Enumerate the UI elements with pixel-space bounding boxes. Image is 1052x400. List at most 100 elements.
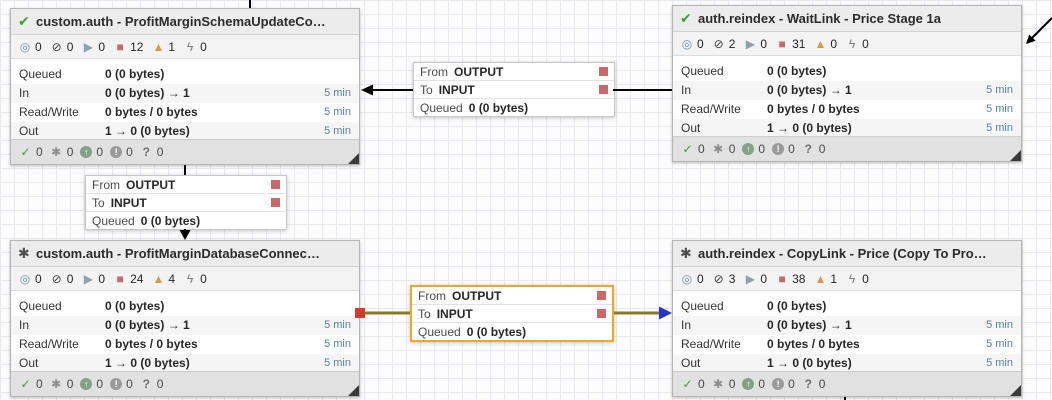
stale-count: 0 (96, 377, 104, 391)
row-label: Read/Write (19, 337, 79, 351)
process-group-header[interactable]: ✔ auth.reindex - WaitLink - Price Stage … (673, 6, 1021, 32)
transmitting-icon: ◎ (681, 271, 693, 286)
queued-value: 0 (0 bytes) (466, 324, 527, 339)
locally-modified-stale-count: 0 (126, 145, 133, 159)
connection-label-left[interactable]: From OUTPUT To INPUT Queued 0 (0 bytes) (85, 175, 287, 230)
process-group-waitlink[interactable]: ✔ auth.reindex - WaitLink - Price Stage … (672, 5, 1022, 162)
row-value: 1 → 0 (0 bytes) (105, 124, 190, 138)
version-up-to-date-icon: ✔ (680, 10, 692, 26)
row-time: 5 min (324, 357, 351, 369)
up-arrow-glyph: ↑ (84, 379, 89, 389)
destination-stopped-indicator-icon (597, 309, 606, 318)
exclaim-glyph: ! (114, 147, 118, 157)
connection-to-row: To INPUT (412, 305, 612, 323)
row-label: Queued (19, 299, 62, 313)
destination-arrow-icon (659, 306, 672, 320)
disabled-count: 0 (200, 271, 207, 286)
row-value: 0 (0 bytes) → 1 (767, 83, 852, 97)
transmitting-count: 0 (697, 36, 704, 51)
locally-modified-stale-count: 0 (788, 377, 795, 391)
invalid-icon: ▲ (152, 39, 165, 54)
row-label: Out (19, 356, 39, 370)
sync-failure-count: 0 (156, 377, 164, 391)
up-arrow-glyph: ↑ (746, 144, 751, 154)
not-transmitting-count: 0 (66, 271, 74, 286)
to-port-name: INPUT (436, 306, 473, 321)
stopped-count: 24 (130, 271, 144, 286)
running-icon: ▶ (83, 39, 93, 54)
row-value: 0 (0 bytes) (767, 299, 827, 313)
row-value: 1 → 0 (0 bytes) (767, 356, 852, 370)
destination-stopped-indicator-icon (271, 198, 280, 207)
up-to-date-icon: ✓ (20, 145, 31, 159)
locally-modified-stale-icon: ! (772, 143, 785, 155)
exclaim-glyph: ! (114, 379, 118, 389)
connection-from-row: From OUTPUT (414, 63, 614, 81)
transmitting-icon: ◎ (681, 36, 693, 51)
connection-label-top[interactable]: From OUTPUT To INPUT Queued 0 (0 bytes) (413, 62, 615, 117)
stale-icon: ↑ (742, 378, 755, 390)
row-value: 1 → 0 (0 bytes) (105, 356, 190, 370)
up-to-date-icon: ✓ (682, 142, 693, 156)
row-time: 5 min (986, 338, 1013, 350)
disabled-icon: ϟ (186, 271, 194, 286)
stale-count: 0 (96, 145, 104, 159)
corner-triangle-icon (348, 153, 359, 164)
transmitting-count: 0 (35, 39, 42, 54)
locally-modified-stale-icon: ! (110, 146, 123, 158)
up-to-date-icon: ✓ (20, 377, 31, 391)
to-label: To (92, 195, 105, 210)
process-group-header[interactable]: ✔ custom.auth - ProfitMarginSchemaUpdate… (11, 9, 359, 35)
row-time: 5 min (324, 106, 351, 118)
transmitting-icon: ◎ (19, 39, 31, 54)
to-label: To (420, 82, 433, 97)
process-group-copylink[interactable]: ✱ auth.reindex - CopyLink - Price (Copy … (672, 240, 1022, 397)
row-value: 0 (0 bytes) (105, 299, 165, 313)
process-group-title: auth.reindex - CopyLink - Price (Copy To… (698, 246, 987, 261)
connection-label-selected[interactable]: From OUTPUT To INPUT Queued 0 (0 bytes) (410, 285, 614, 342)
connection-to-row: To INPUT (414, 81, 614, 99)
corner-triangle-icon (1010, 150, 1021, 161)
running-count: 0 (760, 36, 768, 51)
disabled-icon: ϟ (848, 271, 856, 286)
connection-from-row: From OUTPUT (412, 287, 612, 305)
stopped-count: 38 (792, 271, 806, 286)
row-value: 0 (0 bytes) → 1 (767, 318, 852, 332)
process-group-title: auth.reindex - WaitLink - Price Stage 1a (698, 11, 941, 26)
sync-failure-count: 0 (818, 142, 826, 156)
connection-line[interactable] (1030, 17, 1052, 40)
locally-modified-stale-icon: ! (772, 378, 785, 390)
corner-triangle-icon (348, 385, 359, 396)
version-state-bar: ✓0 ✱0 ↑0 !0 ?0 (673, 371, 1021, 396)
connection-arrow-icon (361, 84, 373, 96)
stopped-icon: ■ (778, 36, 786, 51)
row-label: Out (19, 124, 39, 138)
row-label: Read/Write (19, 105, 79, 119)
process-group-database-connection[interactable]: ✱ custom.auth - ProfitMarginDatabaseConn… (10, 240, 360, 397)
out-row: Out 1 → 0 (0 bytes) 5 min (11, 354, 359, 373)
version-locally-modified-icon: ✱ (680, 245, 692, 261)
process-group-header[interactable]: ✱ auth.reindex - CopyLink - Price (Copy … (673, 241, 1021, 267)
disabled-count: 0 (862, 271, 869, 286)
sync-failure-count: 0 (156, 145, 164, 159)
not-transmitting-count: 3 (728, 271, 736, 286)
process-group-header[interactable]: ✱ custom.auth - ProfitMarginDatabaseConn… (11, 241, 359, 267)
version-locally-modified-icon: ✱ (18, 245, 30, 261)
connection-queued-row: Queued 0 (0 bytes) (414, 99, 614, 116)
row-time: 5 min (986, 319, 1013, 331)
row-label: In (19, 318, 30, 332)
connection-queued-row: Queued 0 (0 bytes) (86, 212, 286, 229)
row-value: 0 bytes / 0 bytes (767, 102, 860, 116)
not-transmitting-count: 0 (66, 39, 74, 54)
row-value: 0 bytes / 0 bytes (767, 337, 860, 351)
running-icon: ▶ (83, 271, 93, 286)
process-group-schema-update[interactable]: ✔ custom.auth - ProfitMarginSchemaUpdate… (10, 8, 360, 165)
locally-modified-stale-count: 0 (126, 377, 133, 391)
